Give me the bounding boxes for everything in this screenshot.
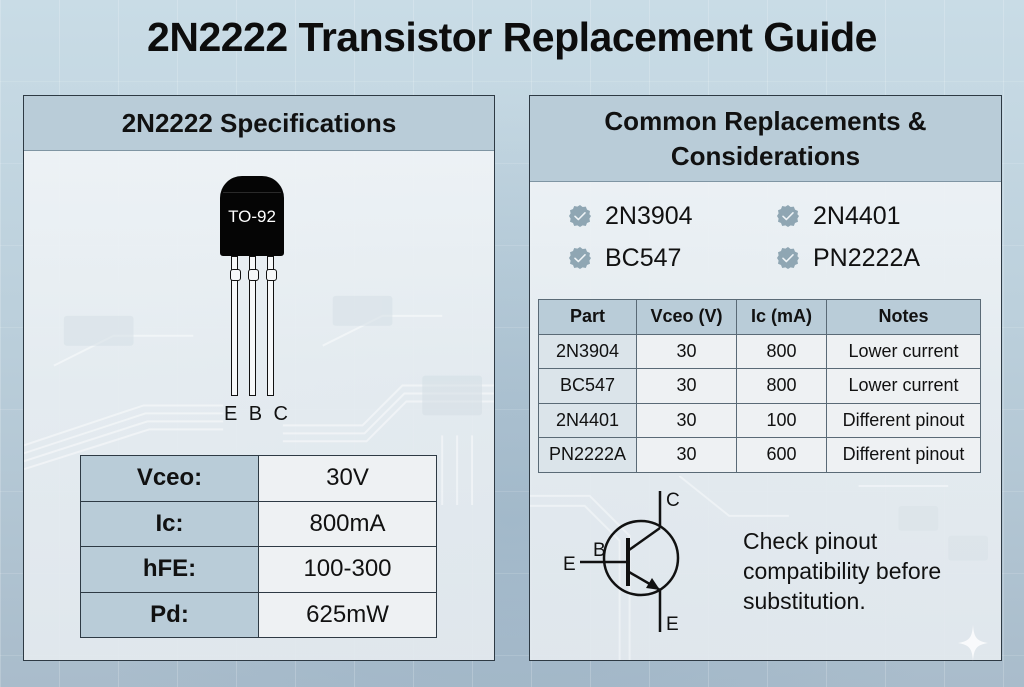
replacements-title-line2: Considerations [670,141,861,171]
check-badge-icon [777,205,799,227]
cell-ic: 800 [736,368,827,404]
table-row: 2N4401 30 100 Different pinout [538,402,981,438]
pin-label-emitter: E [224,403,238,425]
specifications-table: Vceo: 30V Ic: 800mA hFE: 100-300 Pd: 625… [80,455,437,638]
list-item: 2N3904 [568,200,776,232]
table-row: Vceo: 30V [80,455,437,502]
to92-package-illustration: TO-92 [220,176,284,396]
replacements-title-line1: Common Replacements & [604,106,927,136]
specifications-panel-header: 2N2222 Specifications [24,96,494,151]
cell-vceo: 30 [636,368,737,404]
specifications-panel: 2N2222 Specifications TO-92 [23,95,495,661]
table-row: hFE: 100-300 [80,546,437,593]
emitter-lead [229,256,241,396]
spec-key: hFE: [80,546,259,593]
base-lead [247,256,259,396]
cell-part: 2N4401 [538,402,637,438]
list-item: BC547 [568,242,776,274]
check-badge-icon [569,247,591,269]
cell-vceo: 30 [636,437,737,473]
table-row: PN2222A 30 600 Different pinout [538,437,981,473]
column-header-vceo: Vceo (V) [636,299,737,335]
symbol-label-left-lead: E [563,554,576,575]
replacement-part-label: PN2222A [813,243,921,272]
page-title: 2N2222 Transistor Replacement Guide [147,14,877,60]
pin-label-base: B [248,403,263,425]
cell-notes: Different pinout [826,402,981,438]
spec-key: Vceo: [80,455,259,502]
check-badge-icon [777,247,799,269]
pin-label-collector: C [273,403,288,425]
cell-vceo: 30 [636,402,737,438]
sparkle-icon [958,625,988,661]
to92-body: TO-92 [220,176,284,256]
pinout-note: Check pinout compatibility before substi… [743,528,942,614]
replacement-comparison-table: Part Vceo (V) Ic (mA) Notes 2N3904 30 80… [538,299,981,473]
replacements-panel-header: Common Replacements & Considerations [530,96,1001,182]
symbol-label-base: B [593,540,606,561]
pin-labels: E B C [224,403,288,426]
symbol-label-emitter: E [666,614,679,635]
cell-notes: Lower current [826,333,981,369]
cell-vceo: 30 [636,333,737,369]
check-badge-icon [569,205,591,227]
cell-ic: 600 [736,437,827,473]
cell-part: BC547 [538,368,637,404]
column-header-ic: Ic (mA) [736,299,827,335]
spec-key: Ic: [80,500,259,547]
list-item: PN2222A [776,242,966,274]
list-item: 2N4401 [776,200,966,232]
collector-lead [265,256,277,396]
replacement-part-label: 2N4401 [813,201,901,230]
symbol-label-collector: C [666,490,680,511]
table-row: Ic: 800mA [80,500,437,547]
cell-part: PN2222A [538,437,637,473]
replacements-panel: Common Replacements & Considerations 2N3… [529,95,1002,661]
spec-value: 800mA [258,500,437,547]
spec-value: 625mW [258,591,437,638]
cell-part: 2N3904 [538,333,637,369]
table-row: Pd: 625mW [80,591,437,638]
spec-value: 100-300 [258,546,437,593]
npn-transistor-symbol-icon: C B E E [563,490,680,635]
cell-notes: Lower current [826,368,981,404]
package-label: TO-92 [228,207,276,226]
table-row: BC547 30 800 Lower current [538,368,981,404]
cell-ic: 100 [736,402,827,438]
replacement-checklist: 2N3904 2N4401 BC547 PN2222A [568,200,968,274]
table-row: 2N3904 30 800 Lower current [538,333,981,369]
cell-ic: 800 [736,333,827,369]
column-header-part: Part [538,299,637,335]
spec-key: Pd: [80,591,259,638]
cell-notes: Different pinout [826,437,981,473]
replacement-part-label: 2N3904 [605,201,693,230]
spec-value: 30V [258,455,437,502]
table-header-row: Part Vceo (V) Ic (mA) Notes [538,299,981,335]
column-header-notes: Notes [826,299,981,335]
replacement-part-label: BC547 [605,243,682,272]
